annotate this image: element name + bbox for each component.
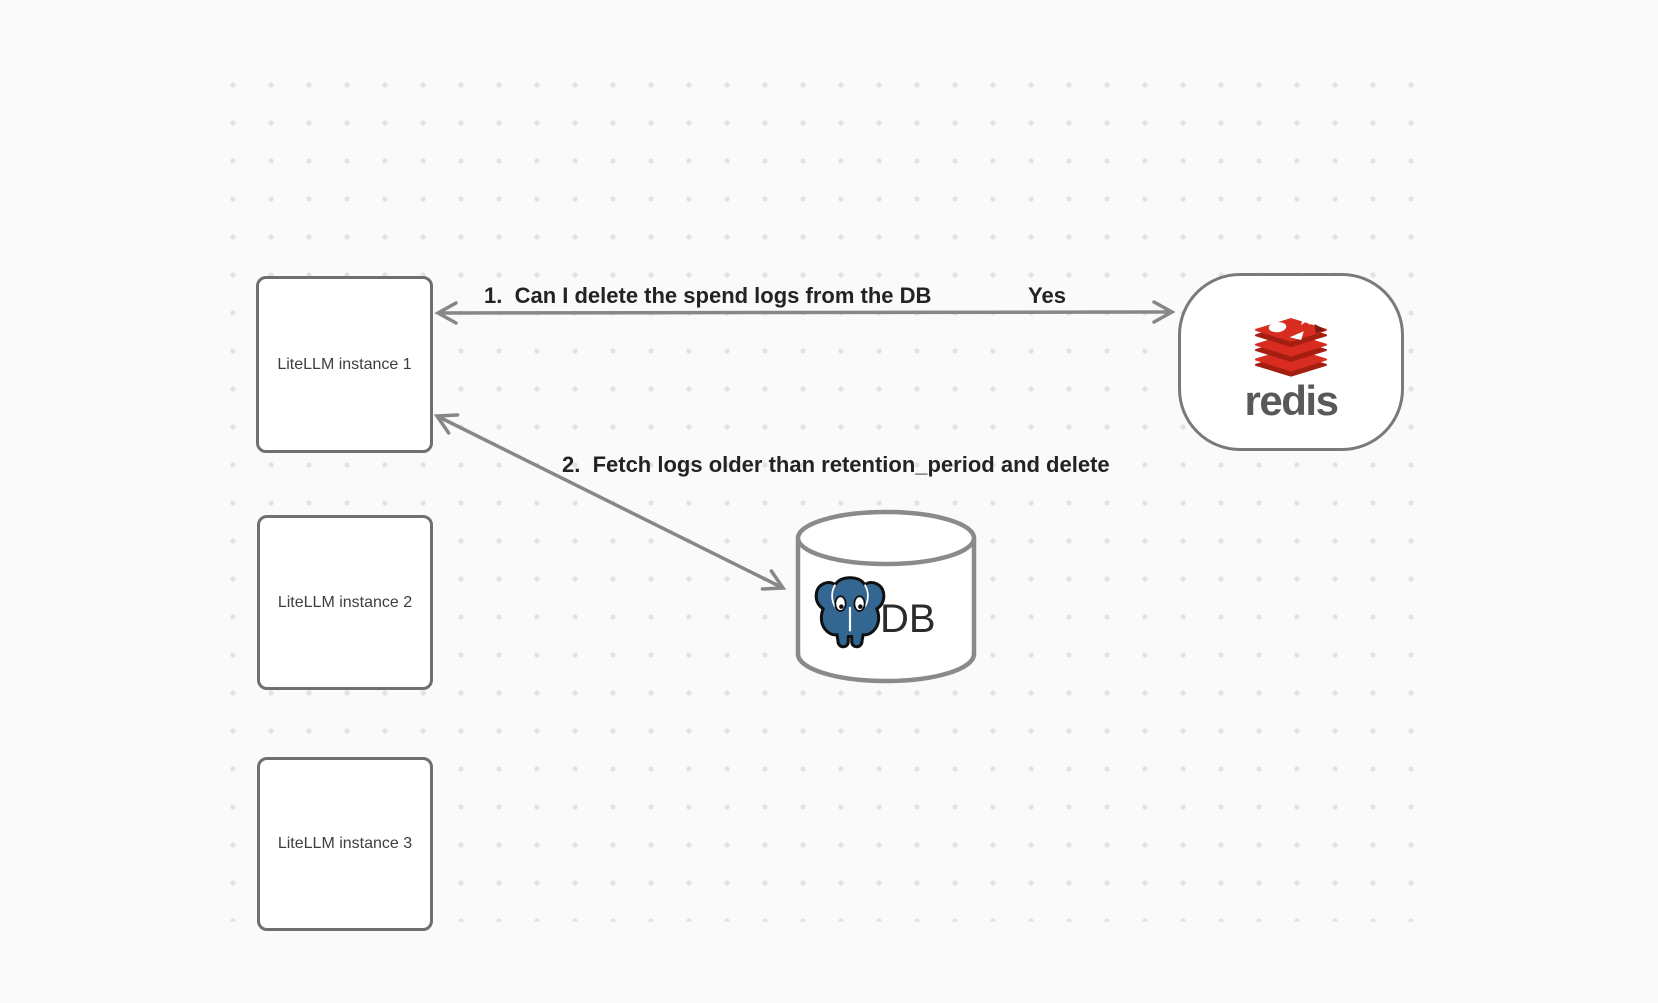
node-label: LiteLLM instance 1 [277,355,412,373]
redis-logo-icon [1254,310,1328,377]
edge-1-response-label: Yes [1028,283,1066,308]
node-redis[interactable]: redis [1178,273,1404,451]
node-litellm-instance-1[interactable]: LiteLLM instance 1 [256,276,433,453]
node-litellm-instance-2[interactable]: LiteLLM instance 2 [257,515,433,690]
node-label: LiteLLM instance 2 [277,593,413,611]
node-litellm-instance-3[interactable]: LiteLLM instance 3 [257,757,433,931]
postgresql-elephant-icon [814,576,886,649]
database-label: DB [880,597,936,641]
edge-1-label: 1. Can I delete the spend logs from the … [484,283,932,308]
node-label: LiteLLM instance 3 [277,835,413,852]
redis-wordmark: redis [1244,376,1339,424]
edge-2-label: 2. Fetch logs older than retention_perio… [562,452,1110,477]
